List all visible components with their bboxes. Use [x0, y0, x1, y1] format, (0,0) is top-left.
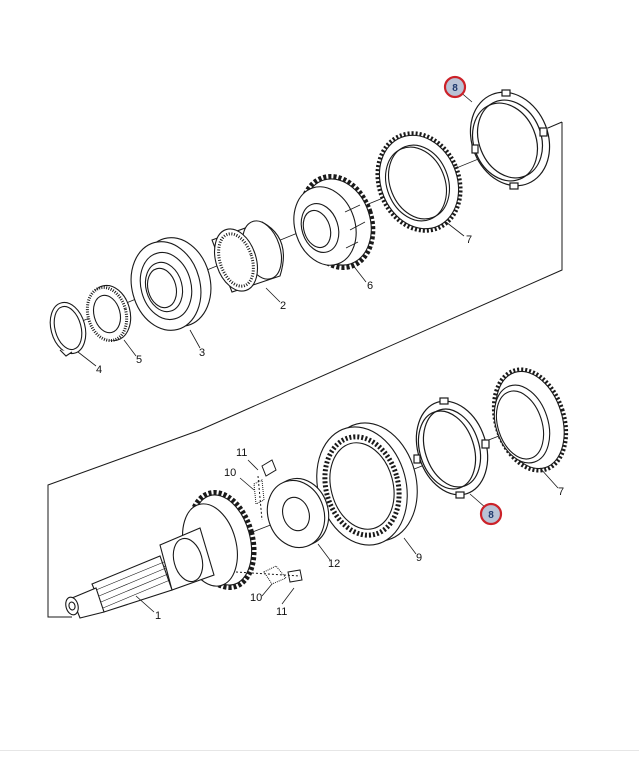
label-part-5: 5: [136, 354, 142, 366]
part-10-11-top-spring-strut: [253, 459, 277, 521]
part-10-11-bottom-spring-strut: [235, 565, 303, 585]
label-part-10-top: 10: [224, 467, 236, 479]
assembly-frame: [47, 121, 563, 618]
label-part-1: 1: [155, 610, 161, 622]
part-4-snap-ring: [49, 301, 87, 357]
part-6-gear: [293, 174, 376, 270]
callout-part-8-bottom: 8: [479, 502, 503, 526]
part-5-seal: [85, 284, 132, 343]
part-3-ball-bearing: [130, 237, 212, 331]
page-divider: [0, 750, 639, 751]
label-part-11-bottom: 11: [276, 606, 287, 618]
part-12-spacer: [266, 477, 330, 549]
label-part-8-bottom: 8: [488, 510, 494, 521]
label-part-7-bottom: 7: [558, 486, 564, 498]
label-part-9: 9: [416, 552, 422, 564]
label-part-8-top: 8: [452, 83, 458, 94]
label-part-7-top: 7: [466, 234, 472, 246]
red-ring-callout-icon: [443, 75, 467, 99]
part-8-top-blocker-ring: [469, 89, 551, 190]
part-1-input-shaft: [65, 489, 257, 619]
part-7-top-clutch-plate: [375, 131, 463, 233]
label-part-12: 12: [328, 558, 340, 570]
part-2-needle-bearing: [211, 220, 284, 293]
label-part-4: 4: [96, 364, 102, 376]
part-9-synchronizer-sleeve: [316, 422, 418, 546]
label-part-3: 3: [199, 347, 205, 359]
part-8-bottom-blocker-ring: [413, 397, 490, 499]
label-part-10-bottom: 10: [250, 592, 262, 604]
callout-part-8-top: 8: [443, 75, 467, 99]
red-ring-callout-icon: [479, 502, 503, 526]
label-part-2: 2: [280, 300, 286, 312]
part-7-bottom-clutch-plate: [491, 367, 569, 473]
label-part-11-top: 11: [236, 447, 247, 459]
label-part-6: 6: [367, 280, 373, 292]
leader-lines: [77, 89, 559, 613]
